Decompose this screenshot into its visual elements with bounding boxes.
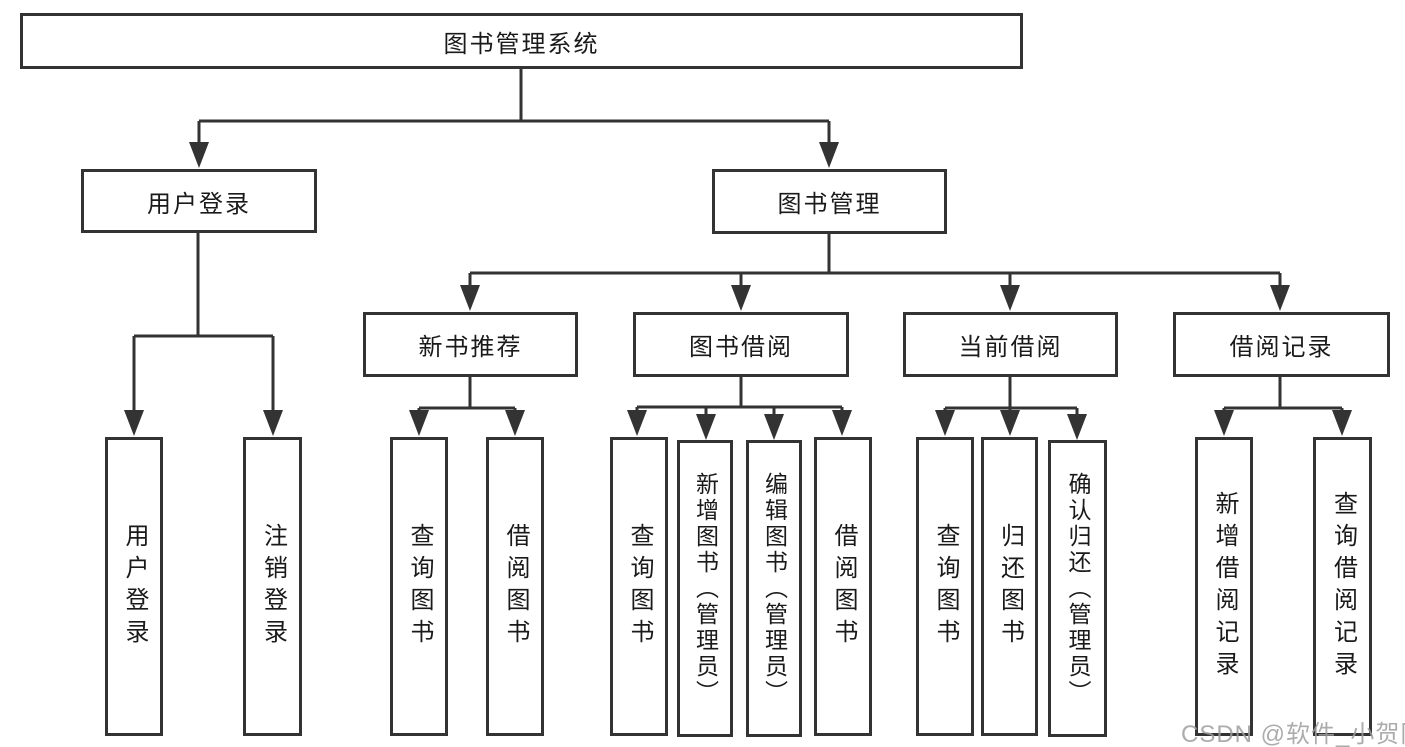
leaf-nb-query-book-label: 查询图书 [406,522,433,651]
leaf-nb-borrow-book: 借阅图书 [486,437,544,736]
node-current-borrow-label: 当前借阅 [958,334,1063,361]
node-book-management-label: 图书管理 [777,191,882,218]
leaf-cb-query-book-label: 查询图书 [932,522,959,651]
node-root-label: 图书管理系统 [443,30,600,58]
arrowhead [832,410,852,436]
node-book-borrow-label: 图书借阅 [689,334,793,361]
node-new-book-recommend-label: 新书推荐 [418,334,523,361]
arrowhead [505,410,525,436]
leaf-bb-borrow-book: 借阅图书 [814,437,872,736]
arrowhead [1067,414,1087,440]
leaf-br-query-record-label: 查询借阅记录 [1329,490,1357,683]
node-borrow-records-label: 借阅记录 [1229,334,1334,361]
arrowhead [1000,410,1020,436]
csdn-watermark: CSDN @软件_小贺同学 [1181,721,1405,747]
leaf-bb-borrow-book-label: 借阅图书 [830,522,857,651]
arrowhead [124,410,144,436]
leaf-nb-borrow-book-label: 借阅图书 [502,522,529,651]
leaf-br-add-record-label: 新增借阅记录 [1211,490,1238,683]
node-borrow-records: 借阅记录 [1173,312,1390,377]
arrowhead [935,410,955,436]
connector-borrow-records [1222,377,1344,418]
leaf-logout-label: 注销登录 [259,522,287,651]
arrowhead [819,142,839,168]
leaf-br-add-record: 新增借阅记录 [1195,437,1253,736]
node-book-management: 图书管理 [712,169,947,234]
connector-user-login [132,233,275,418]
leaf-cb-query-book: 查询图书 [916,437,974,736]
leaf-cb-return-book-label: 归还图书 [996,522,1024,651]
node-book-borrow: 图书借阅 [633,312,849,377]
node-user-login: 用户登录 [81,169,317,233]
arrowhead [1270,285,1290,311]
arrowhead [1000,285,1020,311]
connector-book-borrow [635,377,844,421]
leaf-bb-add-book: 新增图书（管理员） [677,440,733,737]
arrowhead [731,285,751,311]
leaf-nb-query-book: 查询图书 [390,437,448,736]
node-current-borrow: 当前借阅 [903,312,1118,377]
connector-book-management [468,234,1282,293]
arrowhead [460,285,480,311]
node-user-login-label: 用户登录 [147,190,251,218]
arrowhead [189,142,209,168]
leaf-cb-confirm-return-label: 确认归还（管理员） [1065,471,1091,706]
node-new-book-recommend: 新书推荐 [363,312,578,377]
arrowhead [409,410,429,436]
connector-root [197,69,831,150]
leaf-bb-add-book-label: 新增图书（管理员） [692,471,719,706]
leaf-cb-confirm-return: 确认归还（管理员） [1048,440,1107,737]
leaf-user-login: 用户登录 [105,437,163,736]
leaf-bb-edit-book: 编辑图书（管理员） [746,440,802,737]
node-root: 图书管理系统 [20,13,1023,69]
arrowhead [1214,410,1234,436]
leaf-user-login-label: 用户登录 [121,522,148,651]
leaf-logout: 注销登录 [243,437,302,736]
leaf-bb-query-book-label: 查询图书 [626,522,653,651]
arrowhead [627,410,647,436]
leaf-bb-query-book: 查询图书 [610,437,668,736]
leaf-bb-edit-book-label: 编辑图书（管理员） [761,471,788,706]
arrowhead [1332,410,1352,436]
arrowhead [263,410,283,436]
leaf-cb-return-book: 归还图书 [981,437,1038,736]
connector-new-book-recommend [417,377,517,418]
arrowhead [764,414,784,440]
arrowhead [696,414,716,440]
leaf-br-query-record: 查询借阅记录 [1313,437,1372,736]
